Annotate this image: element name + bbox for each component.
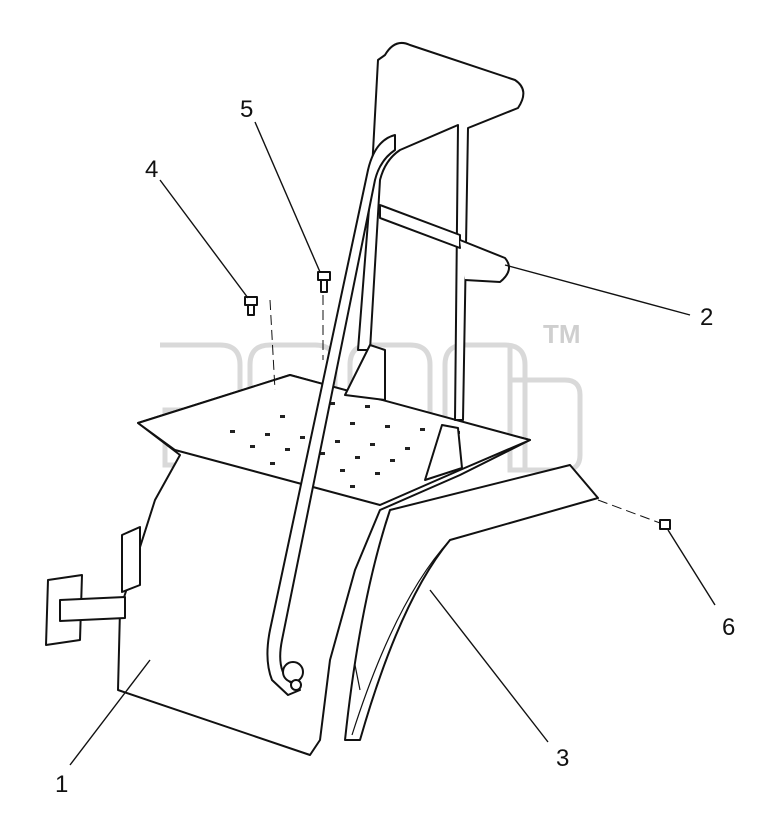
- watermark-tm: TM: [543, 319, 581, 349]
- part-5-bolt: [317, 271, 331, 360]
- callout-label-6: 6: [722, 614, 735, 641]
- leader-4: [159, 179, 249, 299]
- callout-label-5: 5: [240, 96, 253, 123]
- leader-3: [429, 589, 549, 743]
- leader-2: [504, 264, 691, 316]
- part-4-bolt: [244, 296, 276, 391]
- callout-label-1: 1: [55, 771, 68, 798]
- leader-1: [69, 659, 151, 766]
- callout-label-2: 2: [700, 304, 713, 331]
- callout-label-3: 3: [556, 745, 569, 772]
- callout-leaders: [69, 121, 716, 766]
- part-2-handrail: [266, 42, 525, 696]
- part-3-fender: [344, 464, 599, 741]
- callout-label-4: 4: [145, 156, 158, 183]
- leader-6: [667, 529, 716, 606]
- part-6-nut: [597, 499, 671, 530]
- leader-5: [254, 121, 321, 273]
